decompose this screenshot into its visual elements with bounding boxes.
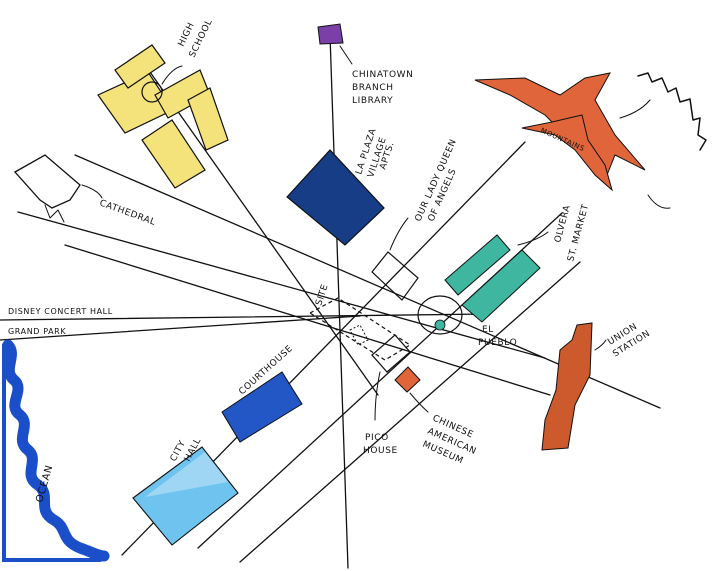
pico-house-label-2: HOUSE <box>363 446 398 456</box>
cathedral-leader <box>81 184 103 199</box>
el-pueblo-group: EL PUEBLO <box>417 295 517 348</box>
high-school-group: HIGH SCHOOL <box>97 18 229 189</box>
our-lady-outline <box>371 251 419 301</box>
courthouse-group: COURTHOUSE <box>221 344 303 443</box>
chinatown-library-label-2: BRANCH <box>352 83 394 93</box>
el-pueblo-circle <box>417 295 463 335</box>
cathedral-detail <box>44 204 65 223</box>
chinatown-library-label-3: LIBRARY <box>352 96 393 106</box>
mountains-range-2 <box>521 114 613 192</box>
olvera-market-block-2 <box>461 249 541 323</box>
sight-line-disney <box>0 313 488 321</box>
mountains-leader <box>619 99 651 119</box>
pico-house-leader <box>374 371 381 421</box>
high-school-block-5 <box>187 87 229 151</box>
mountains-stroke <box>647 194 671 209</box>
chinatown-library-block <box>317 23 344 45</box>
city-hall-highlight <box>145 452 228 497</box>
chinatown-library-label-1: CHINATOWN <box>352 70 414 80</box>
chinese-american-museum-leader <box>409 392 429 413</box>
site-marker: SITE <box>308 283 412 361</box>
chinese-american-museum-block <box>394 366 421 393</box>
la-plaza-group: LA PLAZA VILLAGE APTS. <box>286 127 397 246</box>
our-lady-leader <box>389 217 409 251</box>
high-school-block-4 <box>141 119 206 189</box>
union-station-leader <box>594 339 607 351</box>
ocean-edge <box>2 343 102 562</box>
cathedral-outline <box>13 154 81 209</box>
ocean-group: OCEAN <box>2 339 110 562</box>
disney-concert-hall-label: DISNEY CONCERT HALL <box>8 307 113 316</box>
courthouse-block <box>221 371 303 443</box>
high-school-block-2 <box>114 44 166 89</box>
union-station-group: UNION STATION <box>541 322 652 451</box>
sight-line-cathedral-2 <box>17 211 546 359</box>
site-label: SITE <box>314 283 330 307</box>
olvera-market-group: OLVERA ST. MARKET <box>444 203 591 323</box>
mountains-silhouette <box>637 72 707 151</box>
sight-lines <box>0 34 661 569</box>
grand-park-label: GRAND PARK <box>8 327 66 336</box>
chinatown-library-group: CHINATOWN BRANCH LIBRARY <box>317 23 414 106</box>
pico-house-label-1: PICO <box>365 433 389 443</box>
chinatown-library-leader <box>339 45 353 65</box>
pico-house-outline <box>371 334 411 373</box>
cathedral-label: CATHEDRAL <box>98 198 157 228</box>
sight-line-union-station <box>239 261 581 563</box>
la-plaza-block <box>286 149 385 246</box>
high-school-circle <box>141 81 163 103</box>
mountains-group: MOUNTAINS <box>474 72 707 209</box>
el-pueblo-label-1: EL <box>482 325 494 335</box>
el-pueblo-label-2: PUEBLO <box>478 338 517 348</box>
pico-house-group: PICO HOUSE <box>363 334 411 456</box>
high-school-leader <box>161 65 183 85</box>
olvera-market-label-1: OLVERA <box>553 204 573 244</box>
sight-line-high-school <box>149 71 379 396</box>
site-inner-outline <box>349 324 369 346</box>
union-station-block <box>541 322 593 451</box>
olvera-market-leader <box>517 231 549 246</box>
el-pueblo-fountain <box>434 319 446 331</box>
olvera-market-block-1 <box>444 234 511 296</box>
sight-line-grand-park <box>0 315 361 341</box>
chinese-american-museum-group: CHINESE AMERICAN MUSEUM <box>394 366 478 467</box>
ocean-coastline <box>2 339 110 562</box>
